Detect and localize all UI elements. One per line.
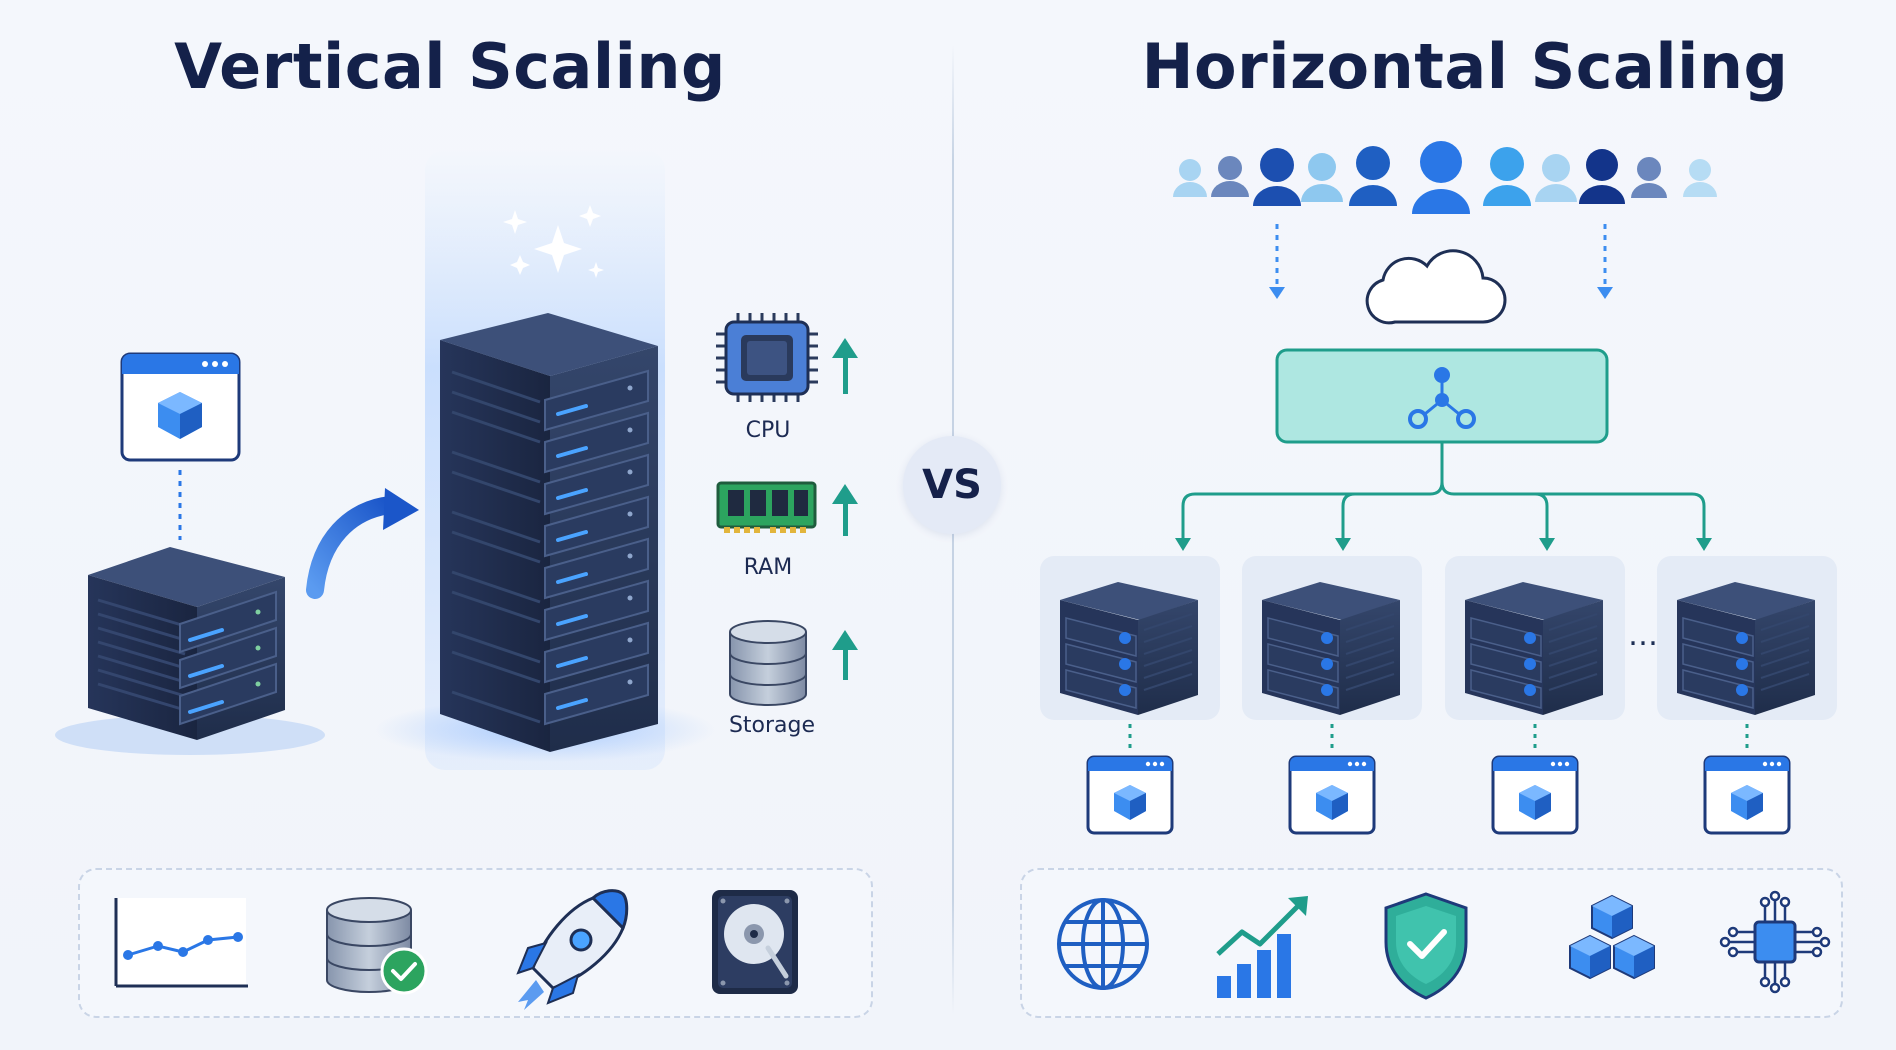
app-window-icon-4 xyxy=(1703,755,1791,835)
vertical-scaling-title: Vertical Scaling xyxy=(174,30,726,103)
server-icon-3 xyxy=(1465,582,1603,715)
server-icon-4 xyxy=(1677,582,1815,715)
database-check-icon xyxy=(326,897,428,995)
cubes-icon xyxy=(1569,894,1655,980)
shield-check-icon xyxy=(1384,892,1468,1000)
more-servers-ellipsis: … xyxy=(1628,618,1658,653)
cloud-icon xyxy=(1365,249,1507,325)
hard-drive-icon xyxy=(712,890,798,994)
line-chart-icon xyxy=(114,898,248,988)
circuit-chip-icon xyxy=(1719,890,1831,994)
traffic-arrows xyxy=(1269,224,1613,299)
globe-icon xyxy=(1057,898,1149,990)
horizontal-scaling-title: Horizontal Scaling xyxy=(1141,30,1789,103)
app-window-icon-3 xyxy=(1491,755,1579,835)
storage-stack-icon xyxy=(729,620,807,706)
horizontal-scaling-diagram: … xyxy=(1040,141,1837,835)
vertical-benefits-icons xyxy=(114,889,798,1010)
vs-badge: VS xyxy=(903,436,1001,534)
ram-label: RAM xyxy=(743,555,793,580)
app-window-icon-2 xyxy=(1288,755,1376,835)
growth-chart-icon xyxy=(1216,896,1308,998)
scale-up-arrow-icon xyxy=(306,488,419,599)
sparkles-icon xyxy=(503,205,604,278)
vertical-scaling-diagram xyxy=(55,150,858,770)
load-balancer-icon xyxy=(1275,348,1609,444)
cpu-label: CPU xyxy=(745,418,791,443)
distribution-lines xyxy=(1181,442,1706,540)
tall-server-icon xyxy=(440,313,658,752)
server-icon-1 xyxy=(1060,582,1198,715)
users-crowd-icon xyxy=(1173,141,1717,214)
increase-arrow-icons xyxy=(832,338,858,680)
app-window-icon-1 xyxy=(1086,755,1174,835)
server-icon-2 xyxy=(1262,582,1400,715)
cpu-chip-icon xyxy=(716,313,818,402)
app-window-icon xyxy=(120,352,241,462)
small-server-icon xyxy=(55,547,325,755)
server-app-connectors xyxy=(1128,724,1749,752)
ram-module-icon xyxy=(716,481,817,533)
storage-label: Storage xyxy=(728,713,816,738)
distribution-arrowheads xyxy=(1175,538,1712,551)
rocket-icon xyxy=(516,889,629,1010)
horizontal-benefits-icons xyxy=(1057,890,1831,1000)
